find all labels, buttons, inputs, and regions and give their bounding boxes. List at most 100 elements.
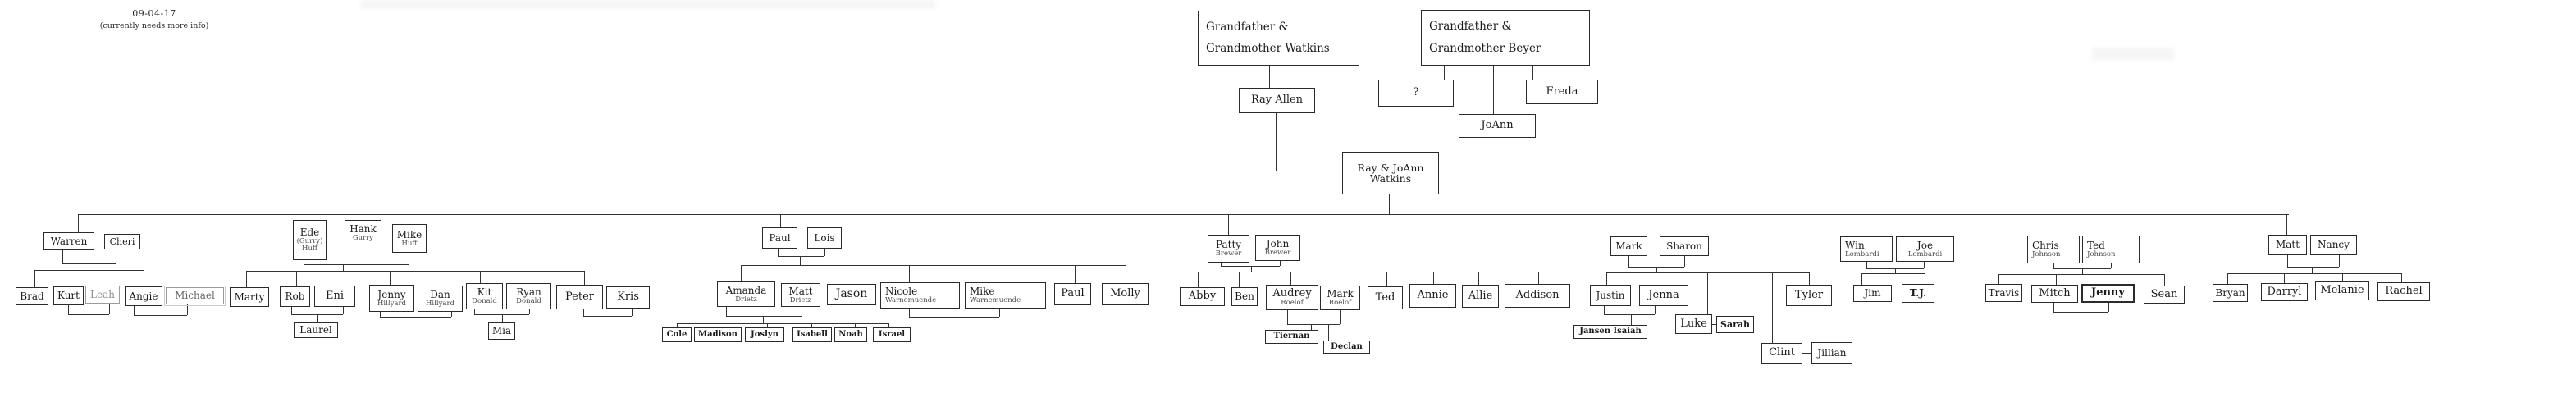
- person-name-line2: Grandmother Beyer: [1429, 42, 1541, 56]
- connector-line-vertical: [296, 271, 297, 286]
- person-ben: Ben: [1231, 287, 1258, 306]
- person-surname: Johnson: [2087, 250, 2116, 259]
- person-name: Allie: [1468, 289, 1493, 302]
- person-name: Paul: [1061, 287, 1085, 300]
- connector-line-vertical: [34, 270, 35, 287]
- person-name: Patty: [1215, 239, 1242, 251]
- connector-line-vertical: [800, 256, 801, 265]
- person-laurel: Laurel: [294, 322, 338, 338]
- person-name: Warren: [50, 235, 88, 247]
- person-nancy: Nancy: [2310, 235, 2357, 255]
- connector-line-vertical: [1075, 265, 1076, 283]
- person-jansen-isaiah: Jansen Isaiah: [1573, 325, 1647, 339]
- person-joann: JoAnn: [1459, 114, 1536, 138]
- person-name: Joslyn: [751, 329, 779, 339]
- connector-line-vertical: [1251, 266, 1252, 272]
- person-paul-jr: Paul: [1054, 283, 1091, 305]
- person-name: Chris: [2032, 240, 2059, 252]
- connector-line-vertical: [246, 271, 247, 287]
- person-name: Laurel: [299, 324, 332, 336]
- person-mia: Mia: [488, 322, 515, 340]
- person-jenna: Jenna: [1639, 285, 1688, 306]
- connector-line-horizontal: [2227, 273, 2401, 274]
- connector-line-vertical: [187, 304, 188, 315]
- person-sarah: Sarah: [1716, 316, 1754, 333]
- connector-line-vertical: [1290, 272, 1291, 285]
- person-sean: Sean: [2144, 286, 2185, 304]
- connector-line-vertical: [480, 271, 481, 283]
- connector-line-horizontal: [380, 317, 451, 318]
- connector-line-vertical: [1924, 262, 1925, 268]
- person-sharon: Sharon: [1660, 236, 1709, 256]
- person-name: Sean: [2150, 287, 2178, 300]
- person-name: Jillian: [1817, 346, 1847, 359]
- connector-line-vertical: [778, 249, 779, 256]
- person-paul: Paul: [762, 227, 797, 249]
- connector-line-vertical: [390, 271, 391, 285]
- connector-line-vertical: [1444, 66, 1445, 80]
- connector-line-horizontal: [474, 314, 529, 315]
- connector-line-vertical: [1276, 113, 1277, 171]
- person-cheri: Cheri: [104, 234, 140, 249]
- connector-line-vertical: [1772, 272, 1773, 343]
- person-grandparents-beyer: Grandfather &Grandmother Beyer: [1421, 10, 1590, 66]
- person-name: Jason: [835, 287, 868, 301]
- connector-line-vertical: [2286, 214, 2287, 235]
- connector-line-vertical: [1221, 263, 1222, 266]
- connector-line-vertical: [1239, 272, 1240, 287]
- person-name: Jenny: [2091, 286, 2125, 300]
- person-name: Mike: [396, 228, 422, 240]
- connector-line-horizontal: [2053, 312, 2108, 313]
- connector-line-vertical: [824, 249, 825, 256]
- person-jenny: Jenny: [2081, 284, 2135, 303]
- person-surname: Hillyard: [426, 300, 454, 309]
- connector-line-vertical: [1386, 272, 1387, 286]
- person-addison: Addison: [1505, 284, 1570, 308]
- person-surname: Brewer: [1215, 249, 1242, 258]
- person-name: Jim: [1864, 287, 1881, 300]
- connector-line-vertical: [2287, 255, 2288, 267]
- person-name: Win: [1845, 239, 1865, 251]
- person-name: Melanie: [2320, 284, 2364, 297]
- person-surname: Drietz: [735, 295, 757, 304]
- connector-line-horizontal: [68, 314, 109, 315]
- person-kurt: Kurt: [53, 286, 84, 305]
- person-name: Mitch: [2039, 286, 2071, 300]
- person-name: Clint: [1769, 346, 1795, 359]
- person-name: Ben: [1235, 290, 1254, 303]
- note-date: 09-04-17: [132, 8, 176, 19]
- person-kris: Kris: [606, 286, 650, 309]
- person-name: Israel: [878, 329, 906, 339]
- connector-line-vertical: [811, 323, 812, 327]
- connector-line-vertical: [62, 250, 63, 263]
- person-marty: Marty: [230, 287, 269, 307]
- connector-line-horizontal: [583, 316, 632, 317]
- connector-line-vertical: [1604, 306, 1605, 314]
- connector-line-horizontal: [34, 270, 144, 271]
- person-surname: (Gurry): [296, 237, 323, 246]
- person-name: Mark: [1327, 288, 1354, 300]
- connector-line-vertical: [78, 214, 79, 232]
- header-note: 09-04-17 (currently needs more info): [72, 8, 236, 30]
- person-name: Leah: [90, 288, 115, 300]
- person-name: Ede: [299, 226, 320, 239]
- person-name: Madison: [698, 329, 738, 339]
- person-name: Tiernan: [1273, 332, 1310, 341]
- connector-line-vertical: [502, 314, 503, 322]
- person-surname: Donald: [516, 297, 541, 306]
- person-israel: Israel: [873, 327, 911, 342]
- person-name: Abby: [1188, 290, 1217, 303]
- connector-line-vertical: [2342, 273, 2343, 281]
- person-grandparents-watkins: Grandfather &Grandmother Watkins: [1198, 11, 1359, 66]
- person-surname: Warnemuende: [885, 296, 937, 305]
- person-name: Jansen Isaiah: [1579, 327, 1642, 336]
- connector-line-vertical: [741, 265, 742, 281]
- connector-line-vertical: [1866, 262, 1867, 268]
